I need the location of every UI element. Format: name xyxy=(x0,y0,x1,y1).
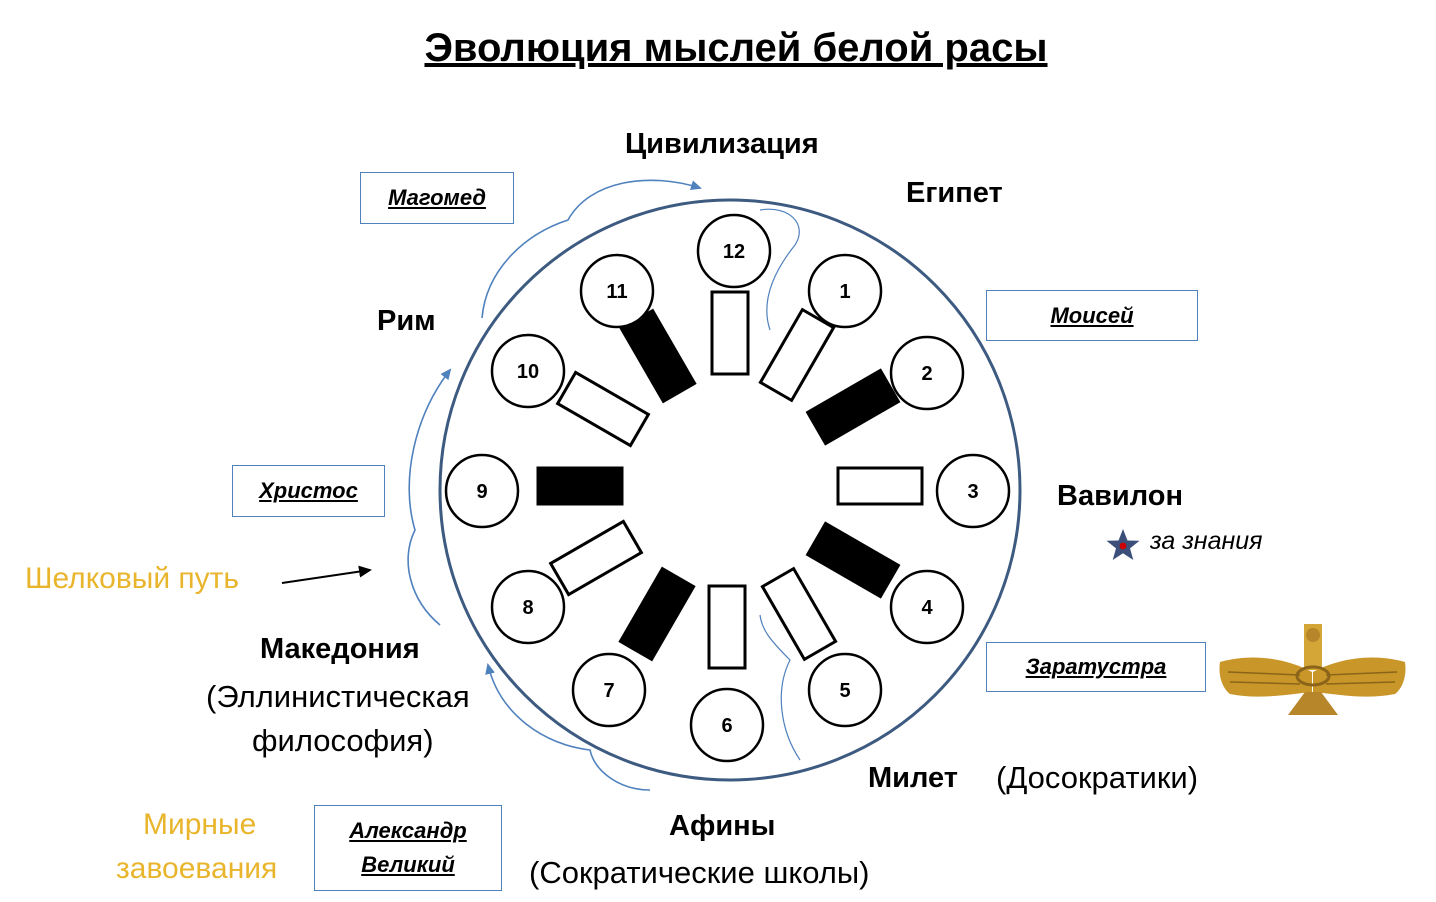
flow-path-rome-civilization xyxy=(481,179,702,319)
number-4: 4 xyxy=(921,597,933,619)
circle-10 xyxy=(490,333,566,409)
spoke-5 xyxy=(760,566,838,662)
figure-box-zarathustra: Заратустра xyxy=(986,642,1206,692)
figure-alexander-line2: Великий xyxy=(361,852,455,877)
label-macedonia-sub1: (Эллинистическая xyxy=(206,679,470,714)
circle-6 xyxy=(689,687,765,763)
spoke-2 xyxy=(805,368,901,446)
spoke-4 xyxy=(805,521,901,599)
note-peaceful-line1: Мирные xyxy=(143,808,257,841)
note-silk-road: Шелковый путь xyxy=(25,562,240,595)
figure-christ: Христос xyxy=(259,478,358,503)
circle-11 xyxy=(579,253,655,329)
label-macedonia-sub2: философия) xyxy=(252,723,434,758)
flow-path-macedonia-rome xyxy=(407,368,452,626)
figure-mohammed: Магомед xyxy=(388,185,486,210)
circle-8 xyxy=(490,569,566,645)
number-8: 8 xyxy=(522,597,533,619)
page-title: Эволюция мыслей белой расы xyxy=(424,26,1048,70)
label-athens-sub: (Сократические школы) xyxy=(529,855,870,890)
spoke-12 xyxy=(710,290,750,376)
flow-path-miletus xyxy=(759,614,801,761)
spoke-1 xyxy=(758,307,836,403)
outer-ring xyxy=(438,198,1022,782)
star-icon xyxy=(1106,529,1140,560)
faravahar-icon xyxy=(1219,624,1406,715)
label-rome: Рим xyxy=(377,305,436,337)
circle-3 xyxy=(935,453,1011,529)
spoke-7 xyxy=(618,566,696,662)
circle-4 xyxy=(889,569,965,645)
number-10: 10 xyxy=(517,361,539,383)
number-3: 3 xyxy=(967,481,978,503)
flow-path-athens-macedonia xyxy=(485,663,651,791)
figure-box-mohammed: Магомед xyxy=(360,172,514,224)
circle-5 xyxy=(807,652,883,728)
note-peaceful-line2: завоевания xyxy=(116,852,278,885)
number-12: 12 xyxy=(723,241,745,263)
circle-9 xyxy=(444,453,520,529)
number-circles xyxy=(444,213,1011,763)
silk-road-arrow xyxy=(281,565,372,584)
figure-alexander-line1: Александр xyxy=(349,818,467,843)
circle-7 xyxy=(571,652,647,728)
number-5: 5 xyxy=(839,680,850,702)
number-2: 2 xyxy=(921,363,932,385)
figure-box-alexander: Александр Великий xyxy=(314,805,502,891)
figure-box-moses: Моисей xyxy=(986,290,1198,341)
circle-12 xyxy=(696,213,772,289)
label-civilization: Цивилизация xyxy=(625,128,819,160)
spokes xyxy=(536,290,924,670)
label-egypt: Египет xyxy=(906,177,1003,209)
flow-path-egypt xyxy=(759,208,800,331)
label-babylon: Вавилон xyxy=(1057,480,1183,512)
figure-moses: Моисей xyxy=(1050,302,1134,328)
label-miletus-sub: (Досократики) xyxy=(996,760,1199,795)
spoke-3 xyxy=(836,466,924,506)
label-miletus: Милет xyxy=(868,762,958,794)
figure-box-christ: Христос xyxy=(232,465,385,517)
note-for-knowledge: за знания xyxy=(1150,527,1263,555)
spoke-10 xyxy=(555,370,651,448)
circle-1 xyxy=(807,253,883,329)
figure-zarathustra: Заратустра xyxy=(1025,654,1167,679)
label-macedonia: Македония xyxy=(260,633,420,665)
spoke-8 xyxy=(548,519,644,597)
spoke-6 xyxy=(707,584,747,670)
circle-2 xyxy=(889,335,965,411)
number-6: 6 xyxy=(721,715,732,737)
spoke-9 xyxy=(536,466,624,506)
number-7: 7 xyxy=(603,680,614,702)
number-1: 1 xyxy=(839,281,850,303)
number-11: 11 xyxy=(606,281,627,303)
number-9: 9 xyxy=(476,481,487,503)
label-athens: Афины xyxy=(669,810,776,842)
